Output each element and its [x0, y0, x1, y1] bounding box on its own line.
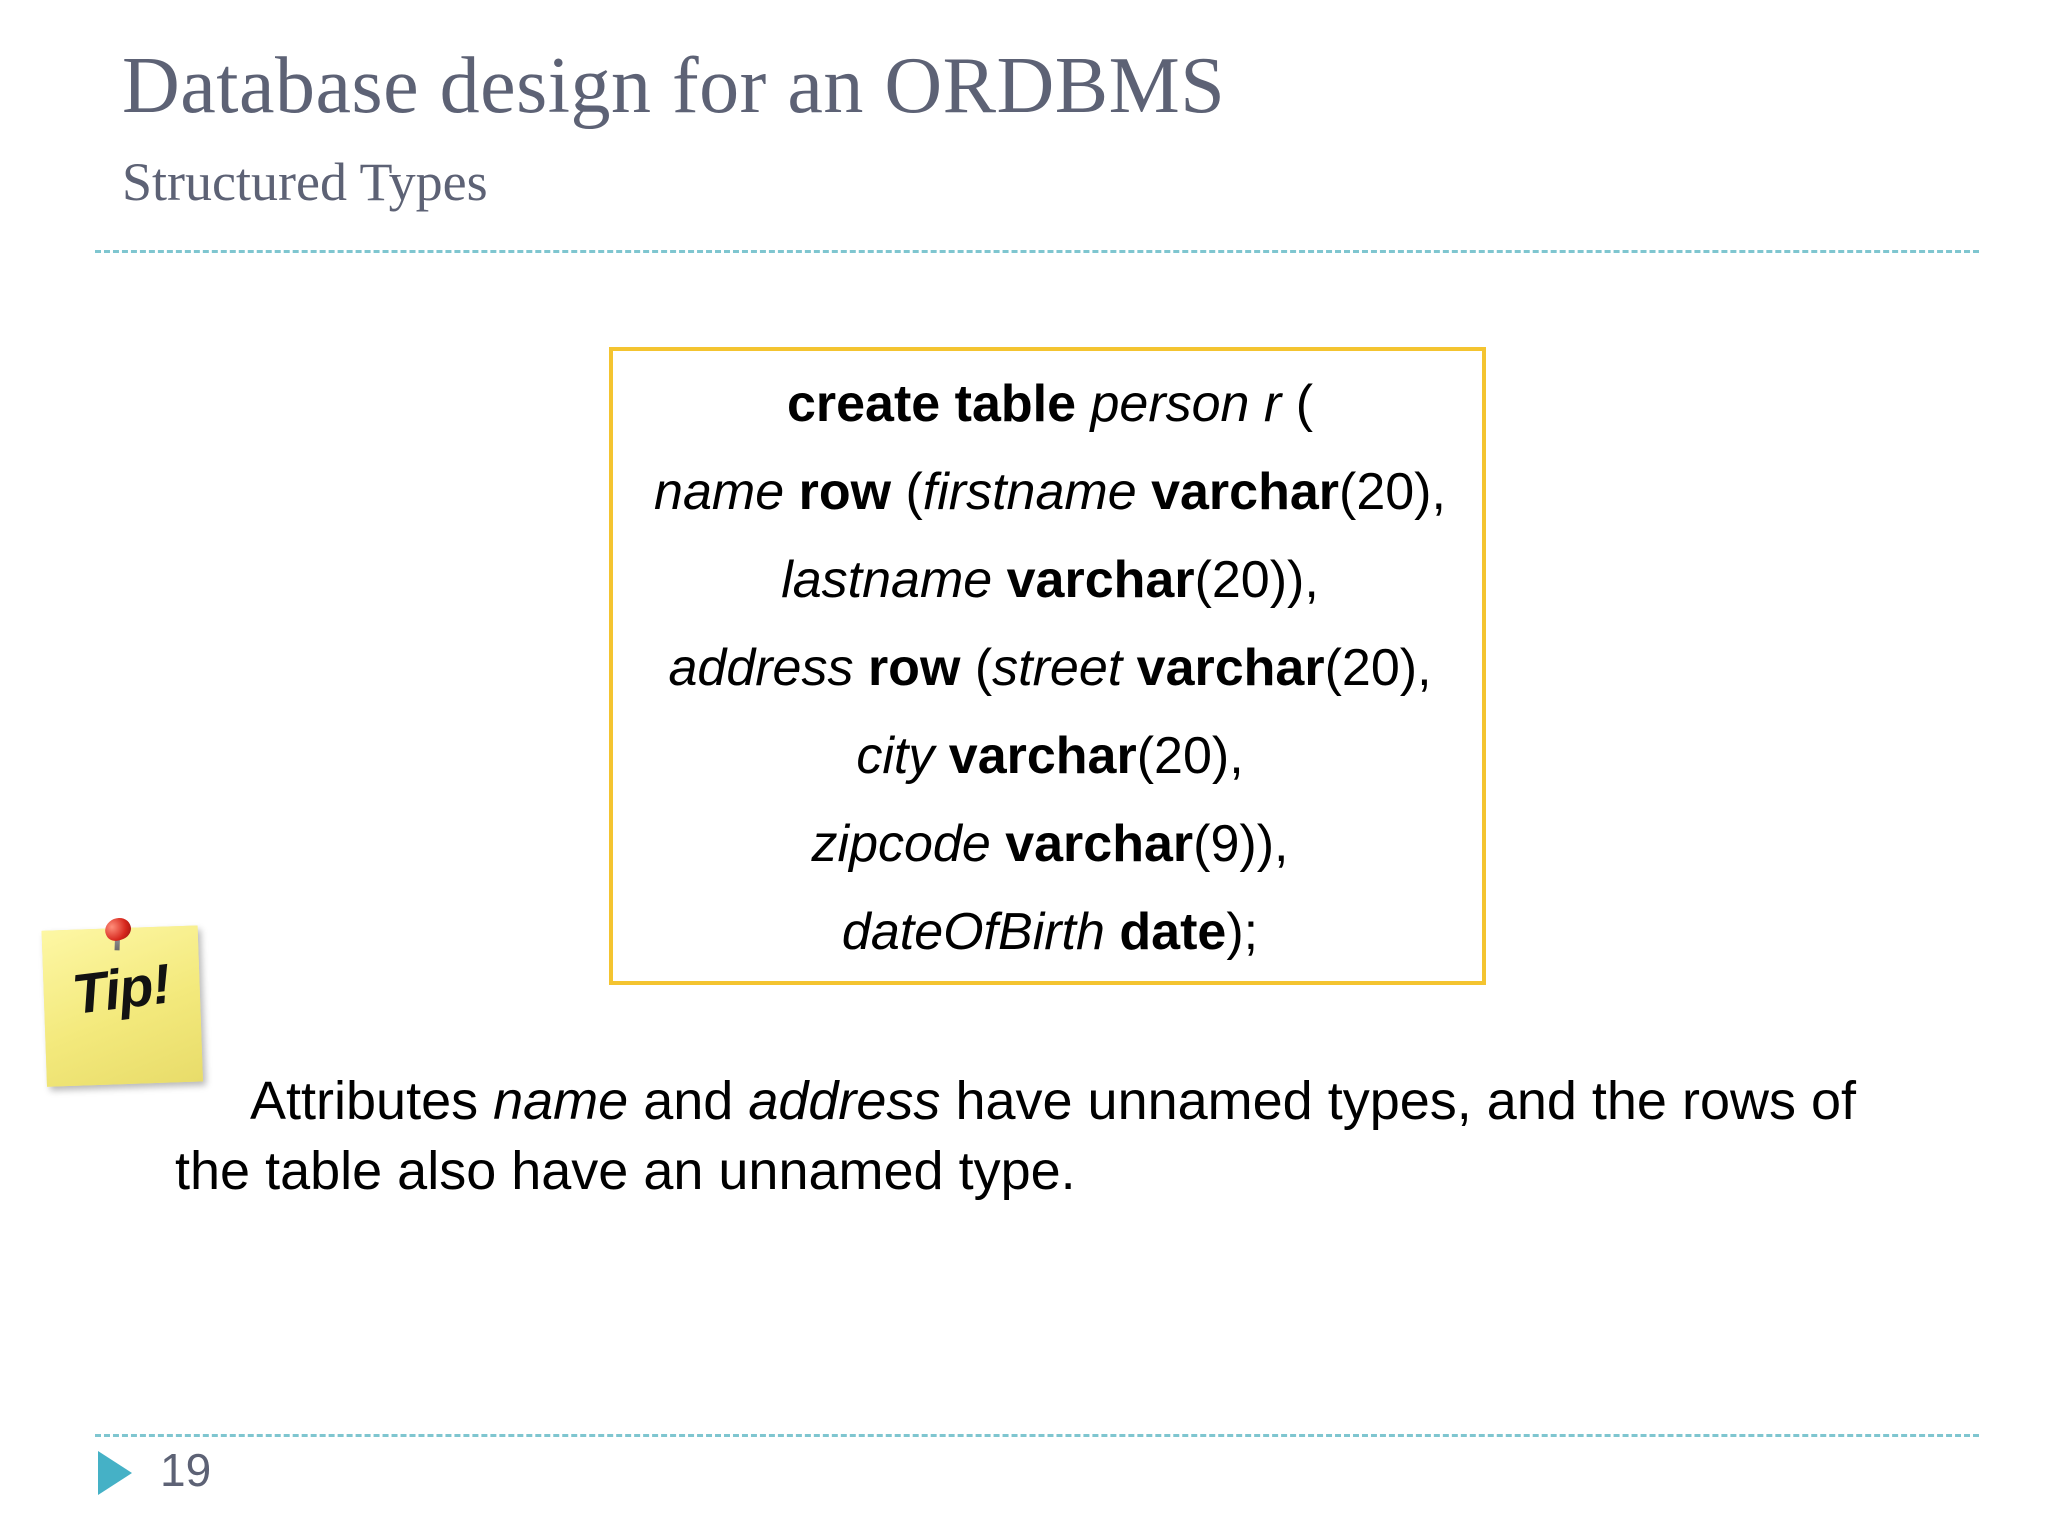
- code-line: name row (firstname varchar(20),: [560, 448, 1540, 536]
- text-run: street: [992, 639, 1123, 697]
- text-run: [784, 463, 798, 521]
- code-line: zipcode varchar(9)),: [560, 800, 1540, 888]
- text-run: varchar: [1151, 463, 1340, 521]
- text-run: name: [654, 463, 785, 521]
- code-line: address row (street varchar(20),: [560, 624, 1540, 712]
- text-run: date: [1119, 903, 1227, 961]
- text-run: (: [960, 639, 993, 697]
- text-run: [1122, 639, 1136, 697]
- text-run: [934, 727, 948, 785]
- code-line: dateOfBirth date);: [560, 888, 1540, 976]
- code-line: lastname varchar(20)),: [560, 536, 1540, 624]
- code-line: create table person r (: [560, 360, 1540, 448]
- text-run: varchar: [948, 727, 1137, 785]
- pushpin-icon: [100, 914, 136, 951]
- text-run: varchar: [1005, 815, 1194, 873]
- text-run: varchar: [1136, 639, 1325, 697]
- text-run: (: [891, 463, 923, 521]
- text-run: row: [798, 463, 892, 521]
- play-triangle-icon: [98, 1451, 132, 1495]
- text-run: firstname: [922, 463, 1137, 521]
- text-run: (20)),: [1194, 551, 1319, 609]
- text-run: [1137, 463, 1151, 521]
- text-run: [1105, 903, 1119, 961]
- text-run: (20),: [1339, 463, 1446, 521]
- page-number: 19: [160, 1444, 212, 1496]
- text-run: [991, 815, 1005, 873]
- footer-divider: [95, 1434, 1979, 1437]
- text-run: address: [748, 1071, 941, 1131]
- code-box: [609, 347, 1486, 985]
- text-run: row: [867, 639, 961, 697]
- text-run: person r: [1090, 375, 1282, 433]
- text-run: create table: [786, 375, 1091, 433]
- text-run: Attributes: [250, 1071, 494, 1131]
- page-title: Database design for an ORDBMS: [122, 42, 1226, 130]
- text-run: have unnamed types, and the rows of the …: [175, 1071, 1857, 1201]
- text-run: name: [493, 1071, 629, 1131]
- page-subtitle: Structured Types: [122, 152, 488, 212]
- text-run: zipcode: [811, 815, 991, 873]
- code-line: city varchar(20),: [560, 712, 1540, 800]
- paragraph-rich-text: Attributes name and address have unnamed…: [175, 1071, 1856, 1201]
- pushpin-head: [101, 914, 135, 945]
- text-run: dateOfBirth: [841, 903, 1105, 961]
- header-divider: [95, 250, 1979, 253]
- text-run: (20),: [1136, 727, 1244, 785]
- text-run: [853, 639, 867, 697]
- text-run: lastname: [781, 551, 993, 609]
- slide-header: Database design for an ORDBMS Structured…: [0, 0, 2048, 260]
- body-paragraph: Attributes name and address have unnamed…: [175, 1066, 1915, 1206]
- code-listing: create table person r (name row (firstna…: [560, 360, 1540, 976]
- text-run: [992, 551, 1006, 609]
- text-run: varchar: [1006, 551, 1195, 609]
- text-run: (9)),: [1193, 815, 1289, 873]
- text-run: (20),: [1324, 639, 1432, 697]
- text-run: address: [668, 639, 854, 697]
- text-run: and: [628, 1071, 749, 1131]
- text-run: (: [1281, 375, 1314, 433]
- text-run: city: [856, 727, 935, 785]
- text-run: );: [1226, 903, 1259, 961]
